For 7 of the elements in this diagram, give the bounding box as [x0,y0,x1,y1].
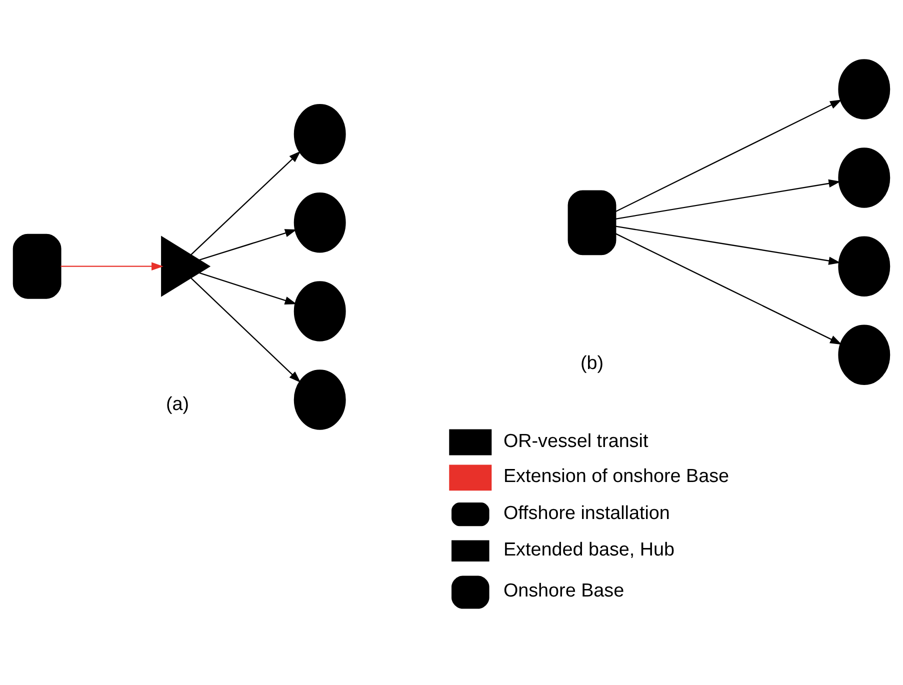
label: (b) [580,352,604,374]
label: (a) [166,394,190,416]
legend-label: OR-vessel transit [503,430,648,452]
legend-label: Extension of onshore Base [503,466,730,488]
legend-label: Extended base, Hub [503,539,674,560]
legend-label: Offshore installation [503,502,670,524]
legend-label: Onshore Base [503,580,624,602]
